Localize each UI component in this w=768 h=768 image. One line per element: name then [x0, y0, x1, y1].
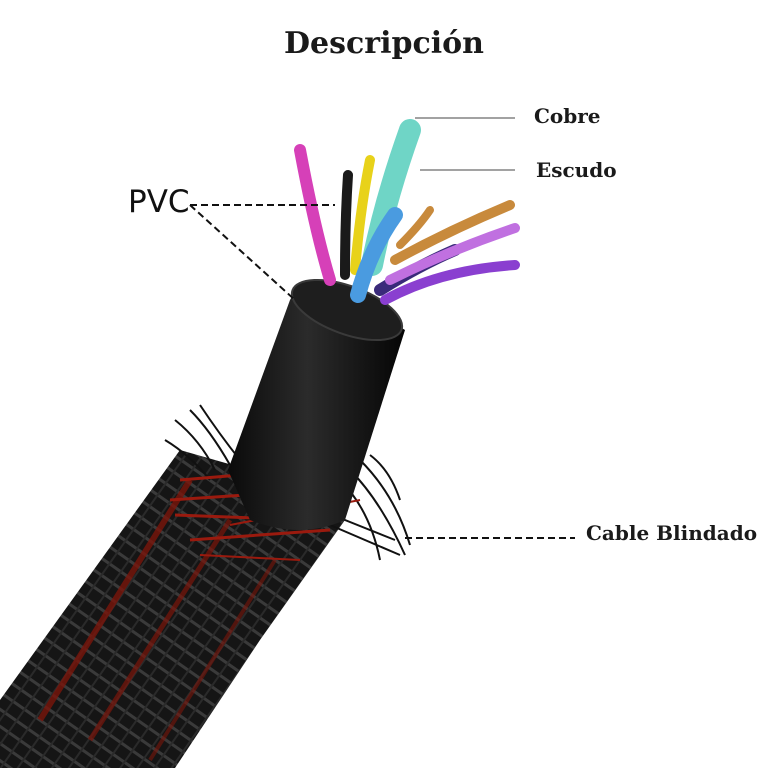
- braided-sleeve: [0, 450, 345, 768]
- label-cobre: Cobre: [534, 104, 601, 128]
- diagram-title: Descripción: [284, 26, 484, 61]
- pvc-jacket: [228, 278, 405, 530]
- label-cable-blindado: Cable Blindado: [586, 521, 758, 545]
- label-escudo: Escudo: [536, 158, 617, 182]
- leader-line-pvc-b: [189, 204, 296, 301]
- leader-lines: [415, 117, 515, 171]
- label-pvc: PVC: [128, 184, 190, 220]
- inner-wires: [294, 119, 520, 305]
